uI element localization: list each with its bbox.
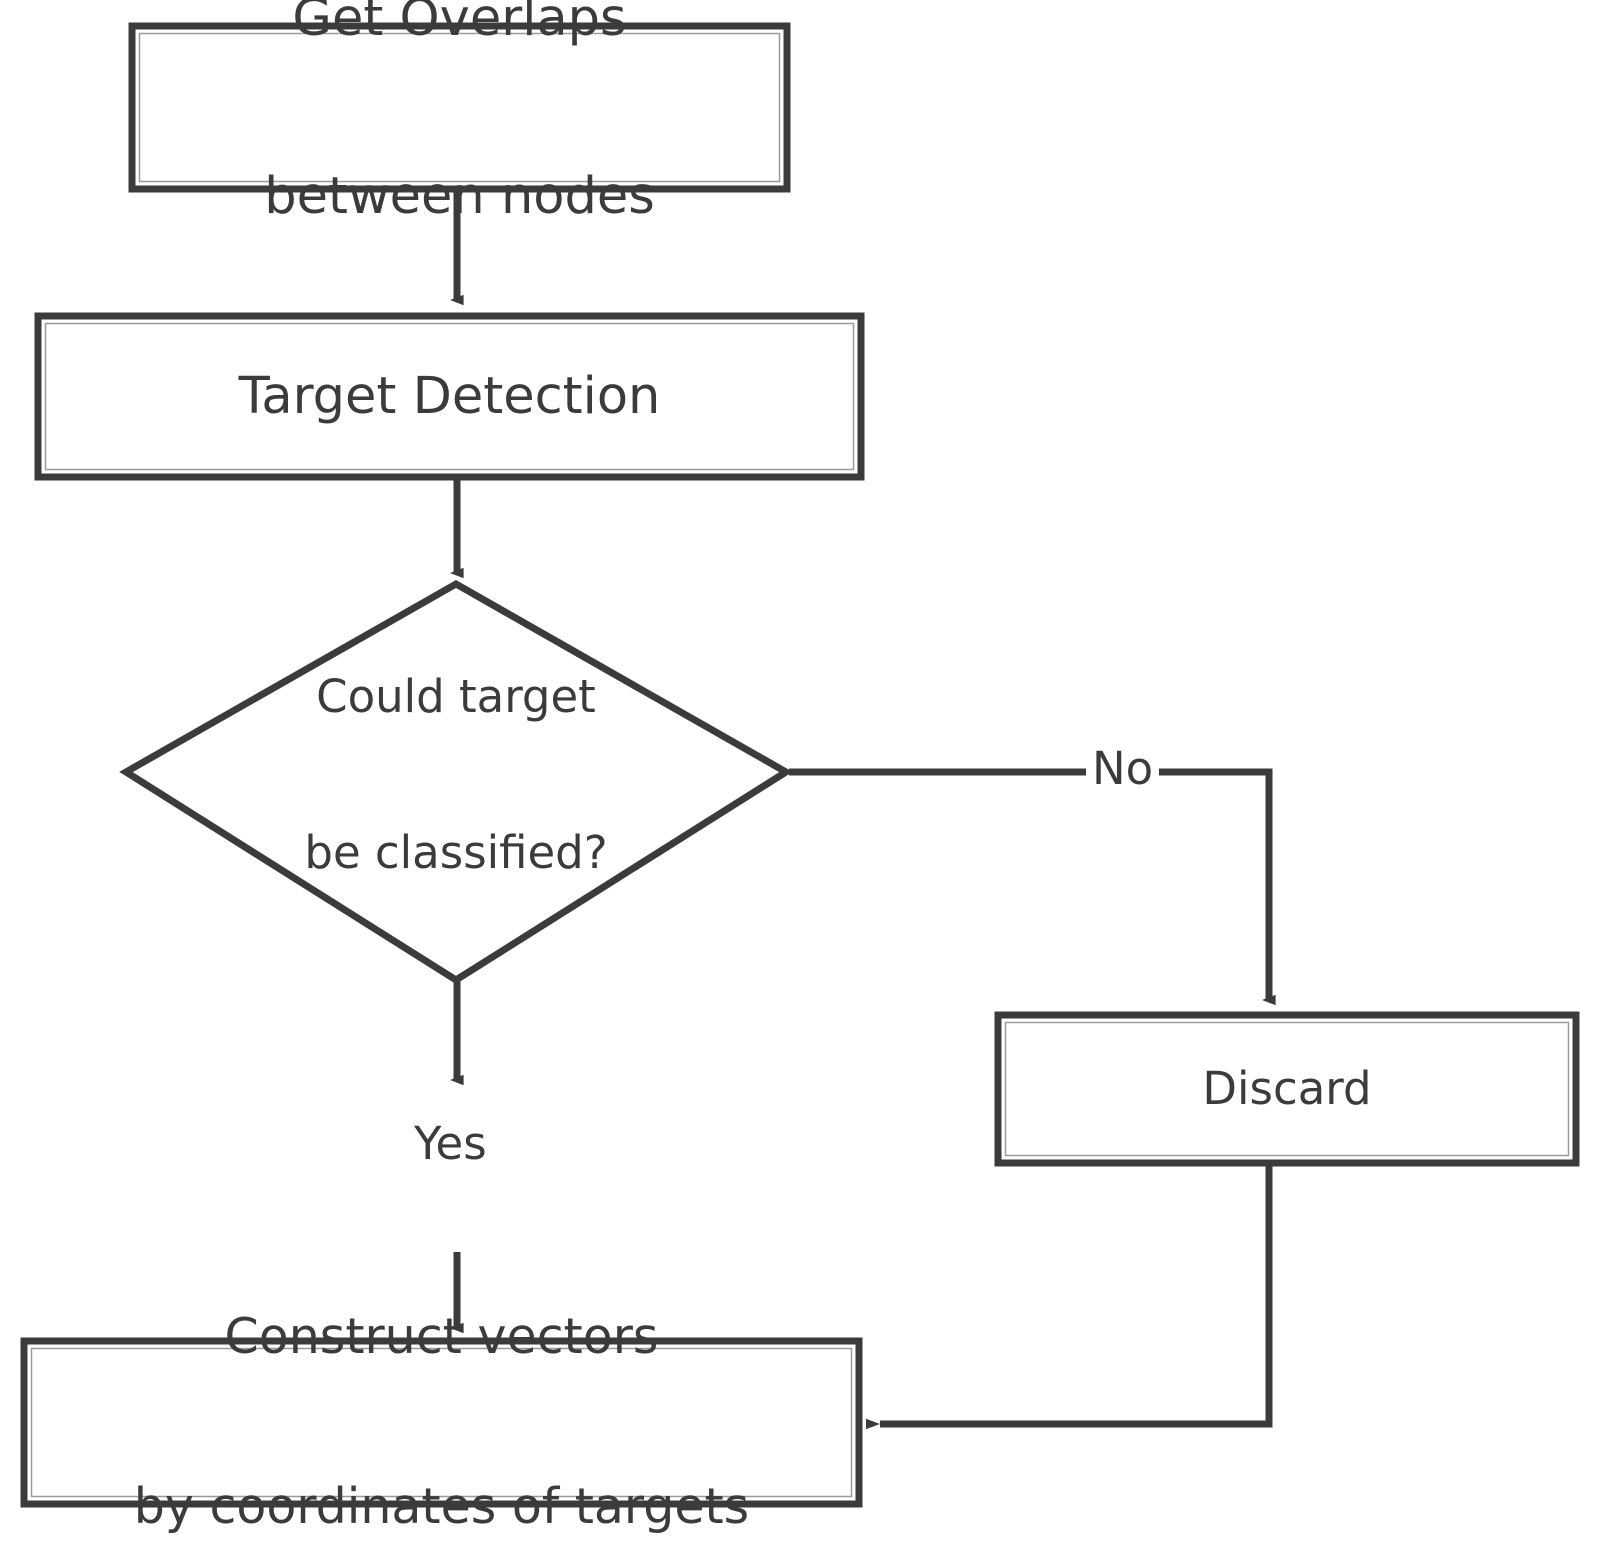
edge-label-yes: Yes: [408, 1112, 493, 1176]
node-discard-shape: [994, 1011, 1580, 1167]
edge-decision-no-to-discard: [789, 768, 1276, 1006]
node-construct-vectors[interactable]: [24, 1341, 859, 1504]
edge-discard-to-construct-vectors: [866, 1163, 1273, 1430]
node-discard[interactable]: [998, 1015, 1576, 1163]
node-target-detection-shape: [34, 312, 865, 481]
node-get-overlaps[interactable]: [132, 26, 787, 189]
node-get-overlaps-shape: [128, 22, 791, 193]
node-target-detection[interactable]: [38, 316, 861, 477]
node-construct-vectors-shape: [20, 1337, 863, 1508]
edge-label-no: No: [1086, 737, 1160, 801]
